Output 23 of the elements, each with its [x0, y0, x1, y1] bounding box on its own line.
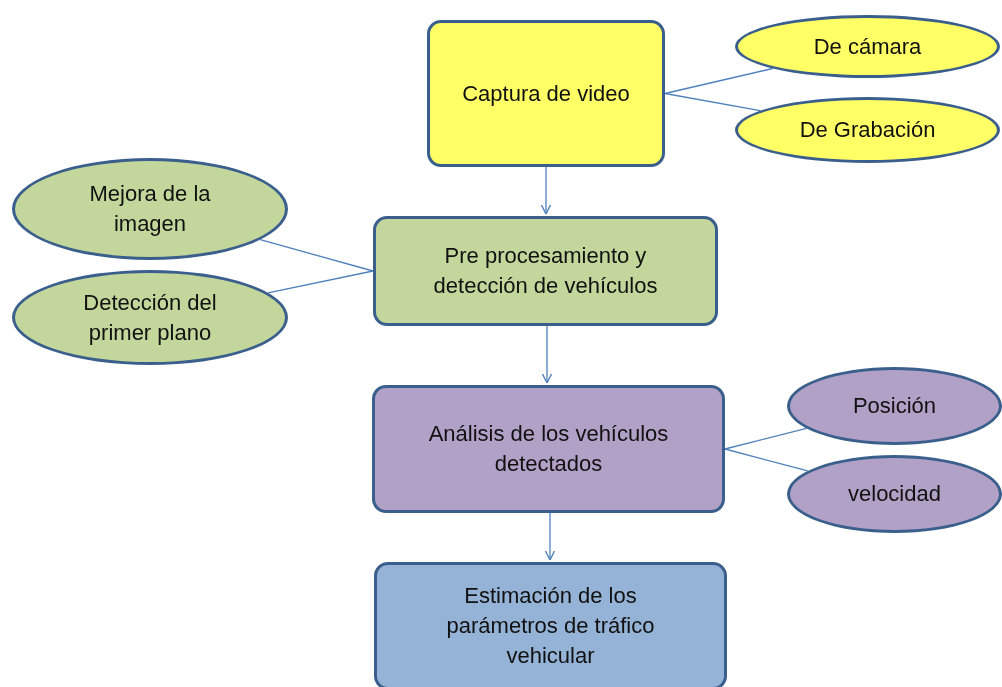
- arrow: [540, 166, 552, 215]
- node-label: Estimación de los parámetros de tráfico vehicular: [445, 582, 656, 670]
- connector-line: [724, 427, 808, 450]
- node-label: Mejora de la imagen: [88, 180, 212, 238]
- node-label: velocidad: [847, 480, 942, 509]
- connector-line: [724, 448, 809, 472]
- node-label: De cámara: [812, 32, 923, 61]
- process-box: [374, 562, 727, 687]
- arrow: [541, 325, 553, 384]
- connector-line: [664, 67, 774, 95]
- arrow: [544, 512, 556, 561]
- process-box: [427, 20, 665, 167]
- node-label: Captura de video: [461, 79, 631, 108]
- node-label: De Grabación: [798, 116, 937, 145]
- node-label: Detección del primer plano: [82, 288, 218, 347]
- connector-line: [267, 270, 374, 294]
- process-box: [373, 216, 718, 326]
- node-label: Posición: [851, 392, 938, 421]
- connector-line: [259, 239, 374, 272]
- process-box: [372, 385, 725, 513]
- node-label: Pre procesamiento y detección de vehículos: [432, 242, 659, 300]
- node-label: Análisis de los vehículos detectados: [427, 420, 670, 478]
- connector-line: [664, 92, 761, 112]
